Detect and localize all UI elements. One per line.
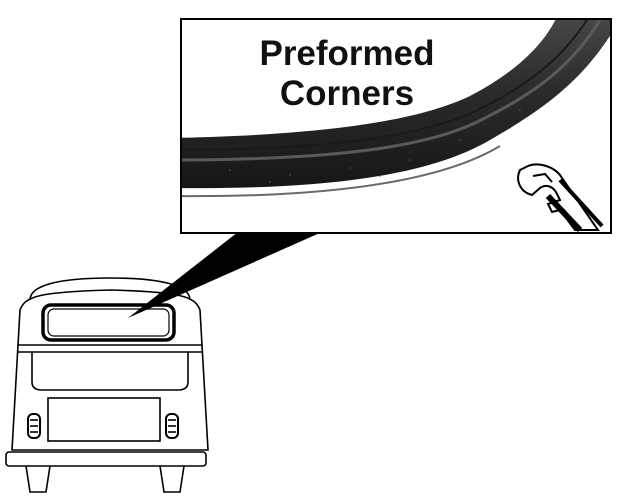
vw-bus-rear-illustration xyxy=(5,277,209,493)
rear-window xyxy=(41,303,176,342)
rear-bumper xyxy=(5,451,207,467)
tail-light-right xyxy=(165,413,179,439)
rubber-seal-photo xyxy=(181,19,611,198)
tail-light-left xyxy=(27,413,41,439)
callout-box xyxy=(180,18,612,234)
seal-profile-icon xyxy=(517,163,604,233)
callout-pointer xyxy=(128,232,322,318)
callout-title-line1: Preformed xyxy=(259,34,435,73)
license-plate xyxy=(47,397,161,442)
callout-title: Preformed Corners xyxy=(182,34,512,114)
callout-title-line2: Corners xyxy=(279,74,415,113)
